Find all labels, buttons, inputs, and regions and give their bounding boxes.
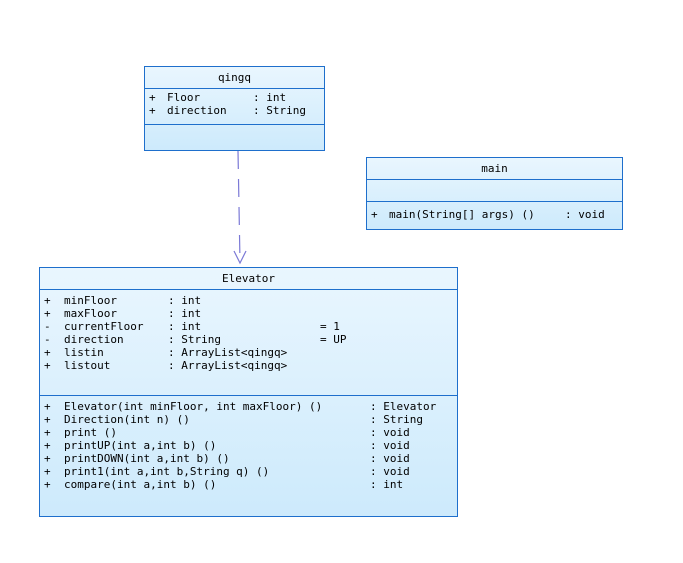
- attribute-type: : ArrayList<qingq>: [168, 359, 288, 372]
- attribute-row: - direction : String = UP: [44, 333, 453, 346]
- visibility: +: [149, 91, 156, 104]
- operation-row: + Elevator(int minFloor, int maxFloor) (…: [44, 400, 453, 413]
- attribute-type: : String: [253, 104, 306, 117]
- attribute-name: direction: [64, 333, 124, 346]
- attribute-name: currentFloor: [64, 320, 144, 333]
- qingq-attributes: + Floor : int + direction : String: [145, 89, 324, 125]
- attribute-type: : int: [253, 91, 287, 104]
- visibility: +: [371, 208, 378, 221]
- operation-row: + printUP(int a,int b) () : void: [44, 439, 453, 452]
- visibility: +: [44, 294, 51, 307]
- visibility: +: [44, 426, 51, 439]
- attribute-type: : int: [168, 294, 202, 307]
- attribute-row: + maxFloor : int: [44, 307, 453, 320]
- operation-return: : void: [370, 465, 410, 478]
- attribute-type: : ArrayList<qingq>: [168, 346, 288, 359]
- visibility: +: [44, 478, 51, 491]
- operation-row: + printDOWN(int a,int b) () : void: [44, 452, 453, 465]
- elevator-class-title: Elevator: [40, 268, 457, 290]
- elevator-class-box[interactable]: Elevator + minFloor : int + maxFloor : i…: [39, 267, 458, 517]
- operation-row: + compare(int a,int b) () : int: [44, 478, 453, 491]
- elevator-attributes: + minFloor : int + maxFloor : int - curr…: [40, 290, 457, 396]
- operation-signature: main(String[] args) (): [389, 208, 535, 221]
- visibility: +: [44, 439, 51, 452]
- visibility: +: [44, 359, 51, 372]
- operation-return: : int: [370, 478, 404, 491]
- attribute-row: + listin : ArrayList<qingq>: [44, 346, 453, 359]
- dependency-line: [237, 150, 241, 263]
- operation-row: + Direction(int n) () : String: [44, 413, 453, 426]
- visibility: +: [44, 307, 51, 320]
- main-class-box[interactable]: main + main(String[] args) () : void: [366, 157, 623, 230]
- visibility: +: [44, 465, 51, 478]
- operation-return: : Elevator: [370, 400, 437, 413]
- operation-row: + print1(int a,int b,String q) () : void: [44, 465, 453, 478]
- attribute-row: + listout : ArrayList<qingq>: [44, 359, 453, 372]
- attribute-name: direction: [167, 104, 227, 117]
- main-attributes: [367, 180, 622, 202]
- attribute-row: - currentFloor : int = 1: [44, 320, 453, 333]
- visibility: +: [44, 400, 51, 413]
- operation-return: : void: [565, 208, 605, 221]
- elevator-operations: + Elevator(int minFloor, int maxFloor) (…: [40, 396, 457, 493]
- attribute-type: : String: [168, 333, 221, 346]
- attribute-row: + direction : String: [149, 104, 320, 117]
- attribute-name: minFloor: [64, 294, 117, 307]
- operation-signature: compare(int a,int b) (): [64, 478, 217, 491]
- operation-return: : void: [370, 439, 410, 452]
- visibility: +: [44, 413, 51, 426]
- attribute-type: : int: [168, 320, 202, 333]
- attribute-name: listout: [64, 359, 111, 372]
- attribute-row: + Floor : int: [149, 91, 320, 104]
- qingq-class-title: qingq: [145, 67, 324, 89]
- dependency-arrowhead: [233, 250, 247, 265]
- operation-signature: print (): [64, 426, 117, 439]
- attribute-type: : int: [168, 307, 202, 320]
- operation-signature: print1(int a,int b,String q) (): [64, 465, 270, 478]
- attribute-row: + minFloor : int: [44, 294, 453, 307]
- qingq-class-box[interactable]: qingq + Floor : int + direction : String: [144, 66, 325, 151]
- operation-return: : String: [370, 413, 423, 426]
- attribute-initial-value: = UP: [320, 333, 347, 346]
- attribute-name: listin: [64, 346, 104, 359]
- attribute-initial-value: = 1: [320, 320, 340, 333]
- attribute-name: maxFloor: [64, 307, 117, 320]
- visibility: -: [44, 333, 51, 346]
- main-operations: + main(String[] args) () : void: [367, 202, 622, 230]
- operation-signature: printUP(int a,int b) (): [64, 439, 217, 452]
- operation-signature: printDOWN(int a,int b) (): [64, 452, 230, 465]
- visibility: +: [149, 104, 156, 117]
- operation-signature: Elevator(int minFloor, int maxFloor) (): [64, 400, 323, 413]
- operation-row: + print () : void: [44, 426, 453, 439]
- main-class-title: main: [367, 158, 622, 180]
- operation-return: : void: [370, 426, 410, 439]
- visibility: -: [44, 320, 51, 333]
- operation-signature: Direction(int n) (): [64, 413, 190, 426]
- operation-return: : void: [370, 452, 410, 465]
- attribute-name: Floor: [167, 91, 201, 104]
- visibility: +: [44, 452, 51, 465]
- operation-row: + main(String[] args) () : void: [371, 208, 618, 221]
- visibility: +: [44, 346, 51, 359]
